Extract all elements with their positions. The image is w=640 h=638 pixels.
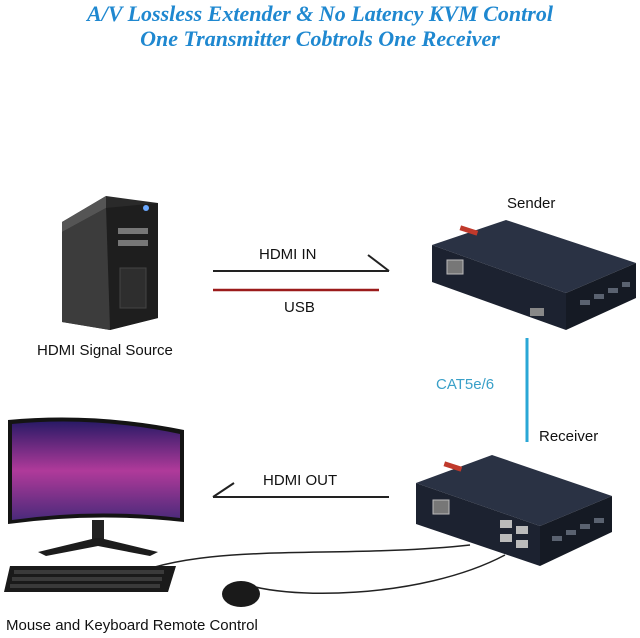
mouse-icon (222, 581, 260, 607)
title-line-2: One Transmitter Cobtrols One Receiver (140, 26, 500, 51)
title-line-1: A/V Lossless Extender & No Latency KVM C… (87, 1, 553, 26)
hdmi-out-label: HDMI OUT (263, 472, 338, 489)
pc-tower-icon (62, 196, 158, 330)
hdmi-out-arrow (212, 482, 389, 498)
hdmi-in-arrow (213, 254, 390, 272)
usb-label: USB (284, 299, 315, 316)
sender-label: Sender (507, 195, 556, 212)
monitor-icon (8, 417, 184, 556)
extender-sender-icon (432, 220, 636, 330)
keyboard-icon (4, 566, 176, 592)
peripherals-label: Mouse and Keyboard Remote Control (6, 617, 258, 634)
mouse-cable (239, 554, 506, 594)
cable-label: CAT5e/6 (436, 376, 495, 393)
hdmi-in-label: HDMI IN (259, 246, 317, 263)
receiver-label: Receiver (539, 428, 599, 445)
extender-receiver-icon (416, 455, 612, 566)
source-label: HDMI Signal Source (37, 342, 173, 359)
